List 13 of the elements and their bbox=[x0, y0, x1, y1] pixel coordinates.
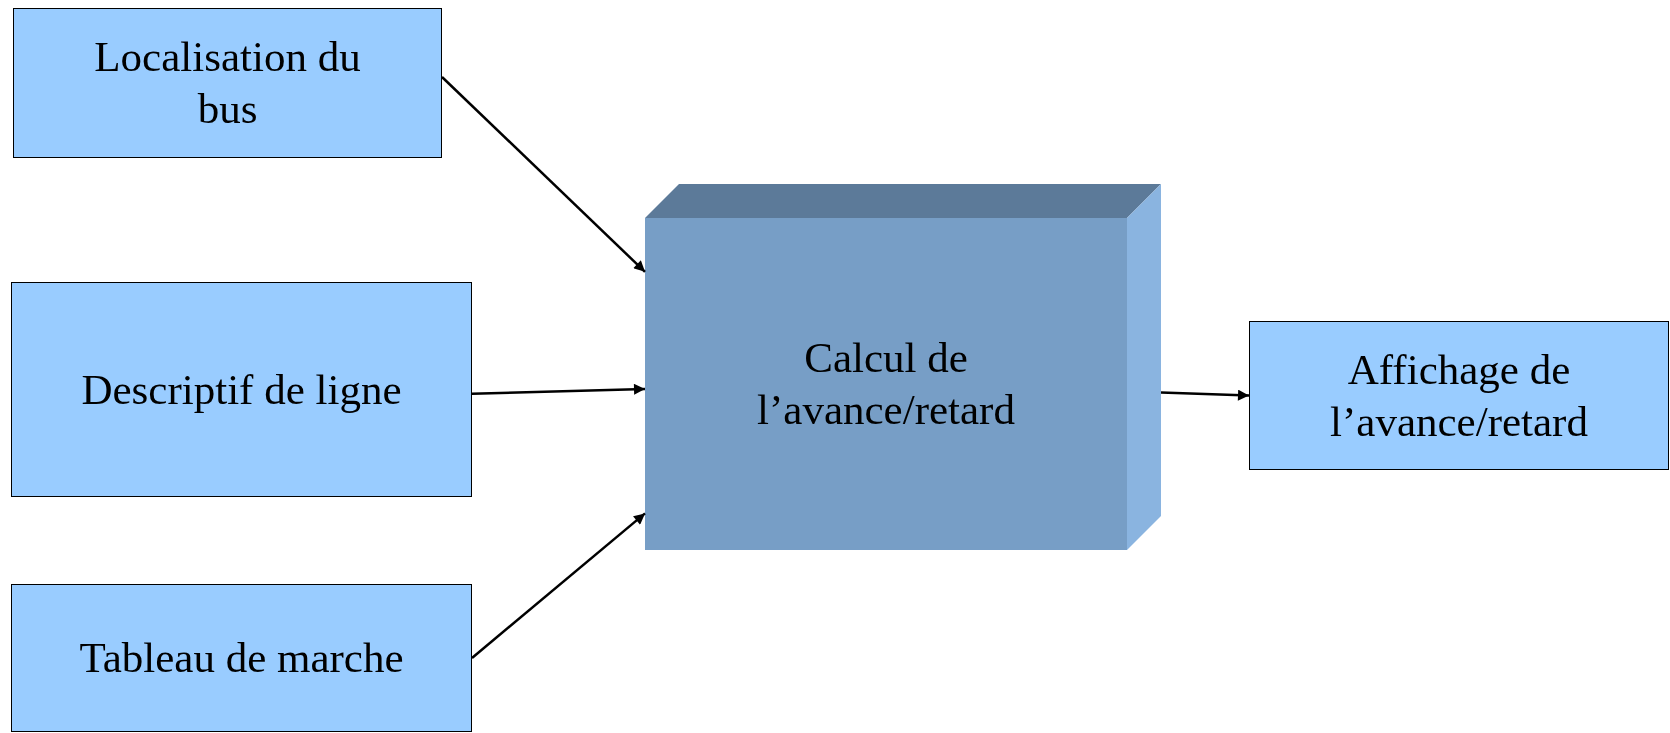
process-box bbox=[13, 8, 442, 158]
box-label: Localisation du bus bbox=[93, 32, 362, 134]
process-box bbox=[11, 282, 472, 497]
arrow bbox=[1160, 389, 1250, 401]
box-label: Descriptif de ligne bbox=[81, 364, 402, 415]
process-box bbox=[1249, 321, 1669, 470]
arrow bbox=[471, 383, 646, 396]
box-label: Calcul de l’avance/retard bbox=[756, 333, 1016, 435]
arrow bbox=[441, 76, 646, 273]
arrow bbox=[471, 512, 646, 659]
box-label: Affichage de l’avance/retard bbox=[1329, 344, 1589, 447]
process-box bbox=[11, 584, 472, 732]
box-label: Tableau de marche bbox=[79, 633, 404, 684]
